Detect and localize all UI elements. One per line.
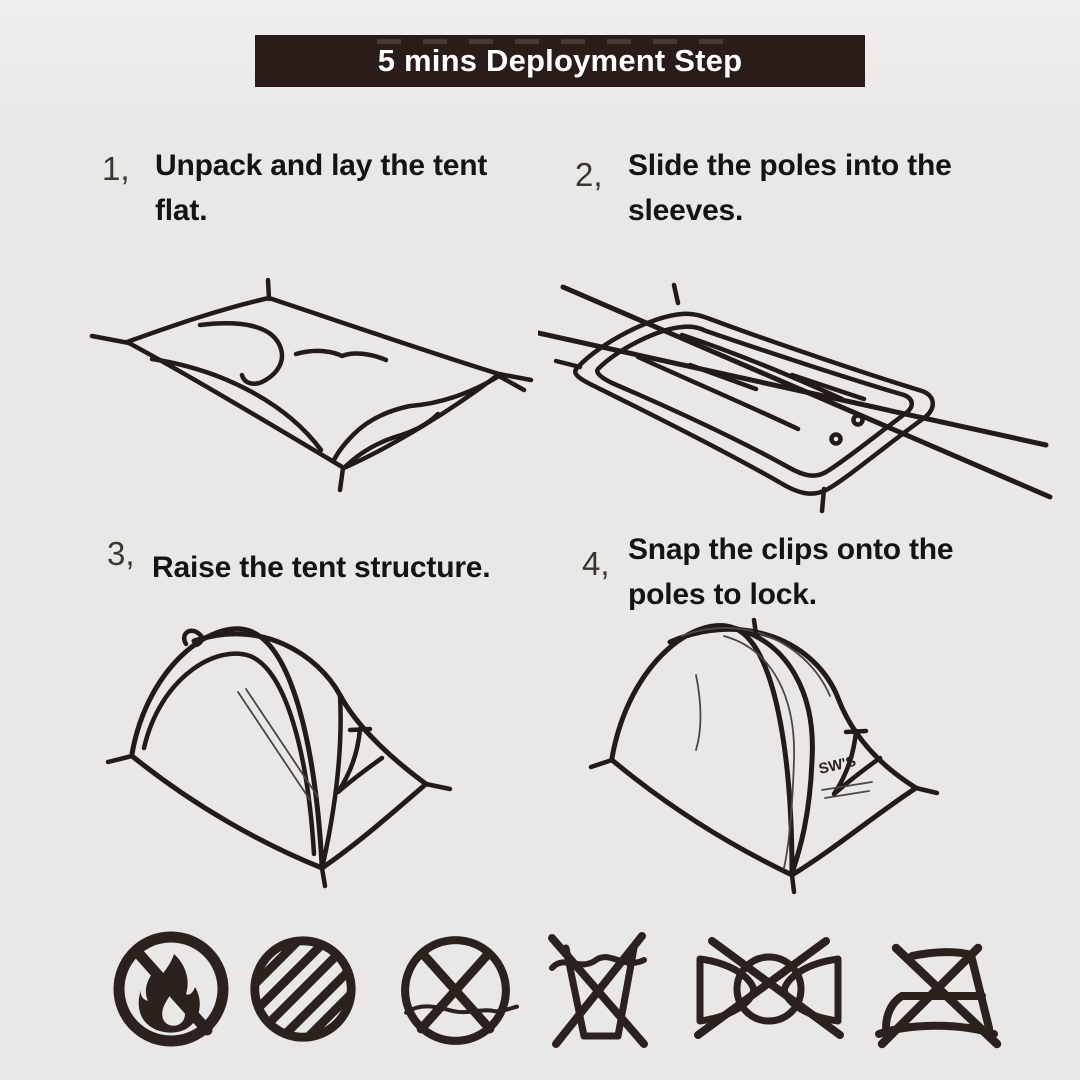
do-not-tumble-dry-icon	[401, 936, 519, 1045]
do-not-dry-clean-icon	[250, 936, 356, 1042]
step-3-text: Raise the tent structure.	[152, 551, 491, 584]
tent-clips-drawing: SW'S	[588, 617, 940, 895]
do-not-wash-icon	[548, 932, 648, 1048]
step-1-number: 1,	[102, 150, 130, 187]
illustration-poles-in-sleeves	[535, 255, 1073, 530]
step-4-text: Snap the clips onto the poles to lock.	[628, 533, 954, 611]
title-banner: 5 mins Deployment Step	[255, 35, 865, 87]
step-4-number: 4,	[582, 545, 610, 582]
no-open-flame-icon	[113, 931, 229, 1047]
illustration-tent-laid-flat	[72, 262, 537, 500]
do-not-wring-icon	[694, 937, 844, 1039]
tent-flat-drawing	[89, 277, 534, 493]
tent-raised-drawing	[105, 626, 453, 889]
step-2-number: 2,	[575, 156, 603, 193]
do-not-iron-icon	[875, 943, 1002, 1049]
tent-brand-label: SW'S	[817, 753, 858, 778]
step-3-number: 3,	[107, 535, 135, 572]
illustration-tent-raised	[100, 602, 510, 892]
page-title: 5 mins Deployment Step	[377, 43, 743, 78]
step-2-text: Slide the poles into the sleeves.	[628, 149, 952, 227]
illustration-clips-locked: SW'S	[582, 598, 1002, 898]
tent-poles-drawing	[535, 282, 1053, 514]
step-1-text: Unpack and lay the tent flat.	[155, 149, 488, 227]
